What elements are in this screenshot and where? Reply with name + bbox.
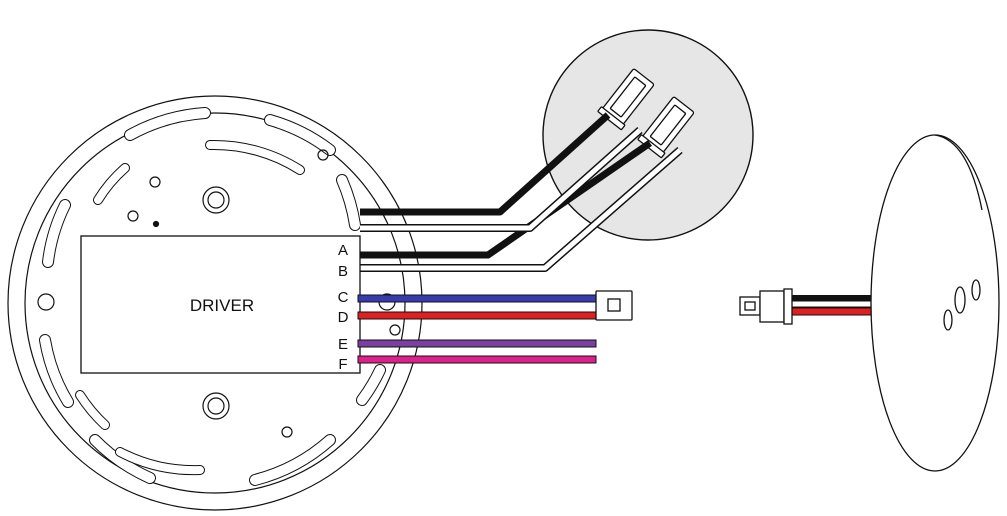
wire-b-white (360, 127, 683, 272)
wire-f-pink (357, 355, 597, 364)
light-fixture-icon (870, 134, 1000, 472)
sensor-module-icon (542, 29, 754, 241)
terminal-label-c: C (338, 289, 349, 306)
terminal-label-a: A (338, 242, 348, 259)
terminal-label-b: B (338, 263, 348, 280)
wire-d-red (357, 311, 597, 320)
fixture-lead-wires (789, 295, 875, 316)
terminal-labels: A B C D E F (338, 242, 349, 373)
terminal-label-f: F (338, 356, 347, 373)
wire-c-blue (357, 294, 597, 303)
terminal-label-e: E (338, 336, 348, 353)
driver-label: DRIVER (190, 296, 254, 315)
connector-male-icon (739, 288, 793, 325)
terminal-label-d: D (338, 309, 349, 326)
connector-female-icon (595, 290, 633, 321)
wire-a-black (360, 112, 652, 259)
driver-box: DRIVER (80, 235, 361, 374)
wire-e-purple (357, 339, 597, 348)
